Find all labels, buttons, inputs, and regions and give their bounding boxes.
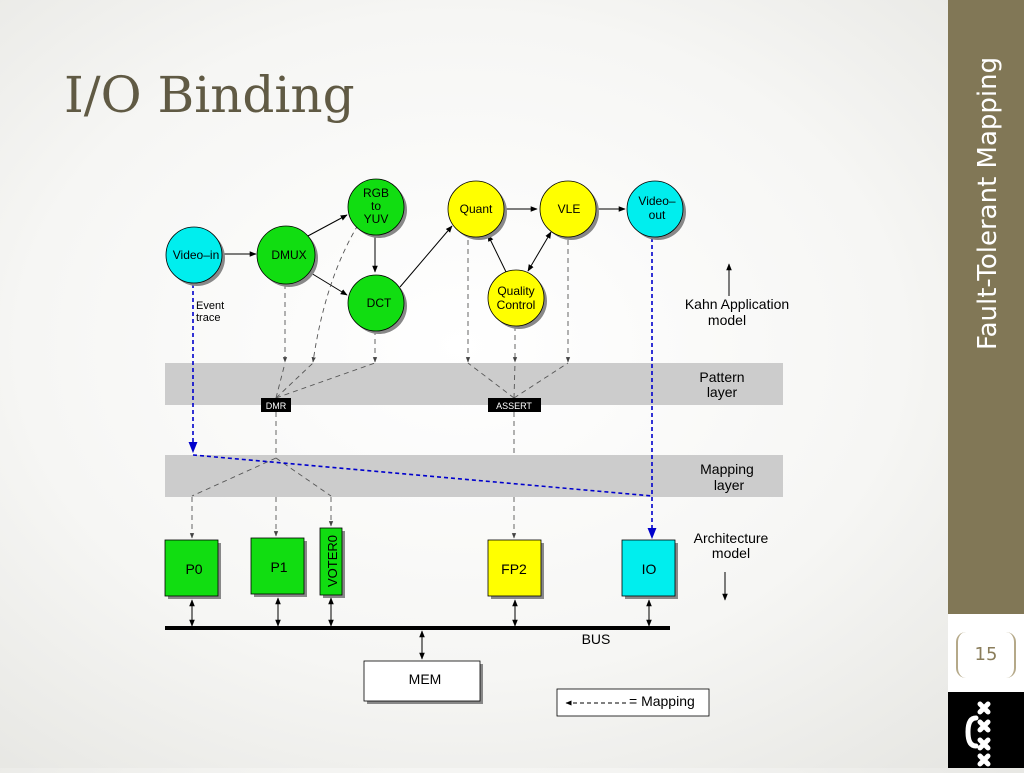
node-dmux: DMUX (256, 225, 318, 287)
arch-io: IO (621, 539, 678, 599)
node-rgb-label-1: RGB (363, 186, 389, 200)
node-qc-label-2: Control (497, 298, 536, 312)
side-title-text: Fault-Tolerant Mapping (973, 56, 1003, 350)
arch-voter0: VOTER0 (319, 527, 345, 598)
node-video-in-label: Video–in (173, 248, 220, 262)
dmr-tag-label: DMR (266, 401, 287, 411)
event-trace-label-2: trace (196, 312, 220, 324)
pattern-layer-label-2: layer (707, 384, 738, 400)
dmr-fan-1 (275, 362, 286, 399)
arch-voter0-label: VOTER0 (325, 535, 340, 587)
pattern-layer-band (165, 363, 783, 405)
page-number: 15 (974, 644, 998, 665)
node-quality-control: Quality Control (487, 269, 547, 329)
mapping-layer-band (165, 455, 783, 497)
node-rgb-label-2: to (371, 199, 381, 213)
assert-fan-3 (513, 362, 569, 399)
arch-mem: MEM (363, 660, 483, 704)
edge-dmux-rgb (305, 214, 348, 238)
arch-p0: P0 (164, 539, 221, 599)
arch-p1-label: P1 (270, 559, 287, 575)
io-binding-diagram: Video–in DMUX RGB to YUV DCT Quant VLE V… (164, 178, 789, 717)
assert-tag-label: ASSERT (496, 401, 532, 411)
side-title: Fault-Tolerant Mapping (968, 20, 1008, 350)
node-quant: Quant (447, 180, 507, 240)
node-video-out-label-1: Video– (638, 194, 675, 208)
bus-label: BUS (582, 631, 611, 647)
arch-mem-label: MEM (409, 671, 442, 687)
mapping-fan-p0 (191, 457, 277, 497)
map-rgb-dmr (311, 224, 359, 363)
kahn-model-label-1: Kahn Application (685, 296, 789, 312)
assert-fan-2 (513, 362, 516, 399)
edge-qc-quant (487, 234, 509, 277)
page-number-frame (956, 632, 1016, 678)
node-video-out: Video– out (626, 180, 686, 240)
arch-p1: P1 (250, 537, 307, 597)
legend: = Mapping (556, 688, 710, 717)
node-dct: DCT (347, 274, 407, 334)
node-video-out-label-2: out (649, 208, 666, 222)
assert-fan-1 (467, 362, 515, 399)
node-rgb-label-3: YUV (364, 212, 389, 226)
legend-label: = Mapping (629, 693, 695, 709)
mapping-fan-voter (275, 457, 332, 497)
arch-io-label: IO (642, 561, 657, 577)
arch-fp2: FP2 (487, 539, 544, 599)
uva-logo-icon (965, 701, 991, 767)
slide-title: I/O Binding (64, 66, 355, 124)
arch-p0-label: P0 (185, 561, 202, 577)
node-rgb-to-yuv: RGB to YUV (347, 178, 407, 238)
event-trace-label-1: Event (196, 300, 224, 312)
dmr-tag: DMR (261, 398, 291, 412)
kahn-model-label-2: model (708, 312, 746, 328)
logo-panel (948, 692, 1024, 768)
assert-tag: ASSERT (488, 398, 541, 412)
node-vle: VLE (539, 180, 599, 240)
architecture-label-2: model (712, 545, 750, 561)
page-number-panel (948, 614, 1024, 692)
side-panel (948, 0, 1024, 614)
edge-dct-quant (399, 225, 453, 288)
node-dmux-label: DMUX (271, 248, 306, 262)
node-dct-label: DCT (367, 296, 392, 310)
node-vle-label: VLE (558, 202, 581, 216)
node-quant-label: Quant (460, 202, 493, 216)
mapping-layer-label-2: layer (714, 477, 745, 493)
node-video-in: Video–in (165, 226, 225, 286)
arch-fp2-label: FP2 (501, 561, 527, 577)
pattern-layer-label-1: Pattern (699, 369, 744, 385)
mapping-layer-label-1: Mapping (700, 461, 754, 477)
edge-qc-vle (527, 231, 552, 272)
node-qc-label-1: Quality (497, 284, 534, 298)
architecture-label-1: Architecture (694, 530, 769, 546)
